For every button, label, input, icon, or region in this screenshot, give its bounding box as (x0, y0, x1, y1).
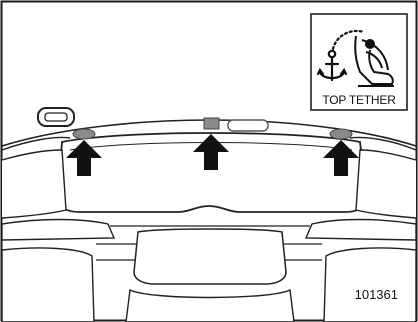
anchor-cover-center (204, 118, 219, 129)
left-seat (2, 248, 94, 322)
center-headrest (134, 229, 286, 284)
anchor-cover-left (73, 129, 95, 139)
left-pillar (2, 150, 66, 218)
right-pillar (356, 150, 416, 218)
figure-number: 101361 (355, 287, 398, 302)
anchor-cover-right (330, 129, 352, 139)
top-tether-label: TOP TETHER (312, 93, 406, 107)
dome-light (228, 120, 268, 131)
right-seat (324, 248, 416, 322)
